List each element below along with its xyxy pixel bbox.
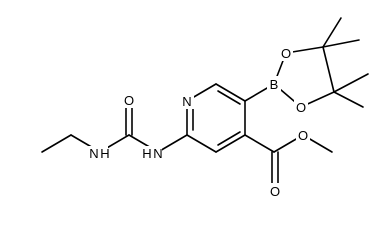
- bond-ring-c4-c3: [215, 134, 246, 153]
- atom-labels: N B O O O N H N H O O: [86, 45, 310, 199]
- bond-methyl-4: [333, 91, 364, 108]
- atom-label-o-boronate-top: O: [281, 46, 291, 61]
- bond-methyl-3: [333, 73, 369, 93]
- atom-label-n-urea-right: N: [153, 146, 162, 161]
- bond-ethyl-cc: [41, 134, 72, 153]
- bond-methyl-2: [322, 39, 360, 48]
- atom-label-o-boronate-bottom: O: [296, 100, 306, 115]
- bond-methyl-1: [322, 17, 342, 48]
- bond-c2-nh: [157, 134, 188, 153]
- atom-label-ring-n: N: [182, 94, 191, 109]
- atom-label-o-urea: O: [124, 93, 134, 108]
- bond-ring-c6-c5-inner: [217, 90, 241, 105]
- chemical-structure-diagram: N B O O O N H N H O O: [41, 17, 369, 199]
- atom-label-n-urea-left: N: [89, 146, 98, 161]
- bond-ring-c4-c3-inner: [217, 131, 241, 146]
- atom-label-h-urea-right: H: [142, 146, 151, 161]
- atom-label-o-ester-carbonyl: O: [270, 184, 280, 199]
- bond-c4-carbonyl: [244, 134, 275, 153]
- atom-label-h-urea-left: H: [100, 146, 109, 161]
- bond-pinacol-cc: [322, 46, 335, 93]
- bond-ring-c3-c2: [186, 134, 217, 153]
- bond-ring-c6-c5: [215, 83, 246, 102]
- atom-label-o-ester-ether: O: [298, 128, 308, 143]
- atom-label-boron: B: [270, 77, 279, 92]
